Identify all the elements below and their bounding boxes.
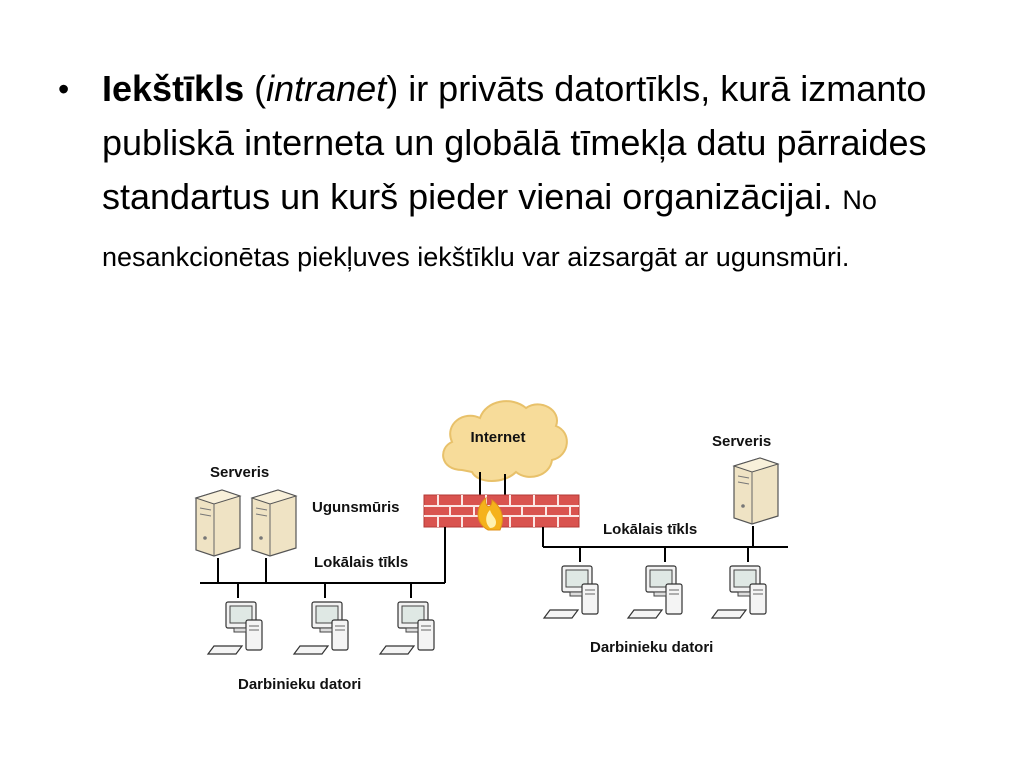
left-pc-2-icon bbox=[293, 601, 349, 655]
left-pc-1-icon bbox=[207, 601, 263, 655]
left-pc-3-icon bbox=[379, 601, 435, 655]
right-pc-1-icon bbox=[543, 565, 599, 619]
left-lan-label: Lokālais tīkls bbox=[314, 554, 408, 571]
paren-open: ( bbox=[254, 68, 267, 109]
text-small: No nesankcionētas piekļuves iekštīklu va… bbox=[102, 185, 877, 272]
internet-label: Internet bbox=[470, 429, 525, 446]
right-pc-3-icon bbox=[711, 565, 767, 619]
left-pcs-label: Darbinieku datori bbox=[238, 676, 361, 693]
firewall-icon bbox=[423, 494, 580, 531]
firewall-label: Ugunsmūris bbox=[312, 499, 400, 516]
left-server-label: Serveris bbox=[210, 464, 269, 481]
bullet-dot: • bbox=[58, 71, 70, 107]
term-english: intranet bbox=[266, 68, 387, 109]
bullet-text: Iekštīkls (intranet) ir privāts datortīk… bbox=[102, 62, 972, 284]
right-server-label: Serveris bbox=[712, 433, 771, 450]
left-server-1-icon bbox=[195, 489, 241, 557]
right-pc-2-icon bbox=[627, 565, 683, 619]
text-main: ) ir privāts datortīkls, kurā izmanto pu… bbox=[102, 68, 927, 217]
right-lan-label: Lokālais tīkls bbox=[603, 521, 697, 538]
right-pcs-label: Darbinieku datori bbox=[590, 639, 713, 656]
left-server-2-icon bbox=[251, 489, 297, 557]
right-server-icon bbox=[733, 457, 779, 525]
term-bold: Iekštīkls bbox=[102, 68, 245, 109]
internet-cloud-icon bbox=[442, 400, 568, 482]
